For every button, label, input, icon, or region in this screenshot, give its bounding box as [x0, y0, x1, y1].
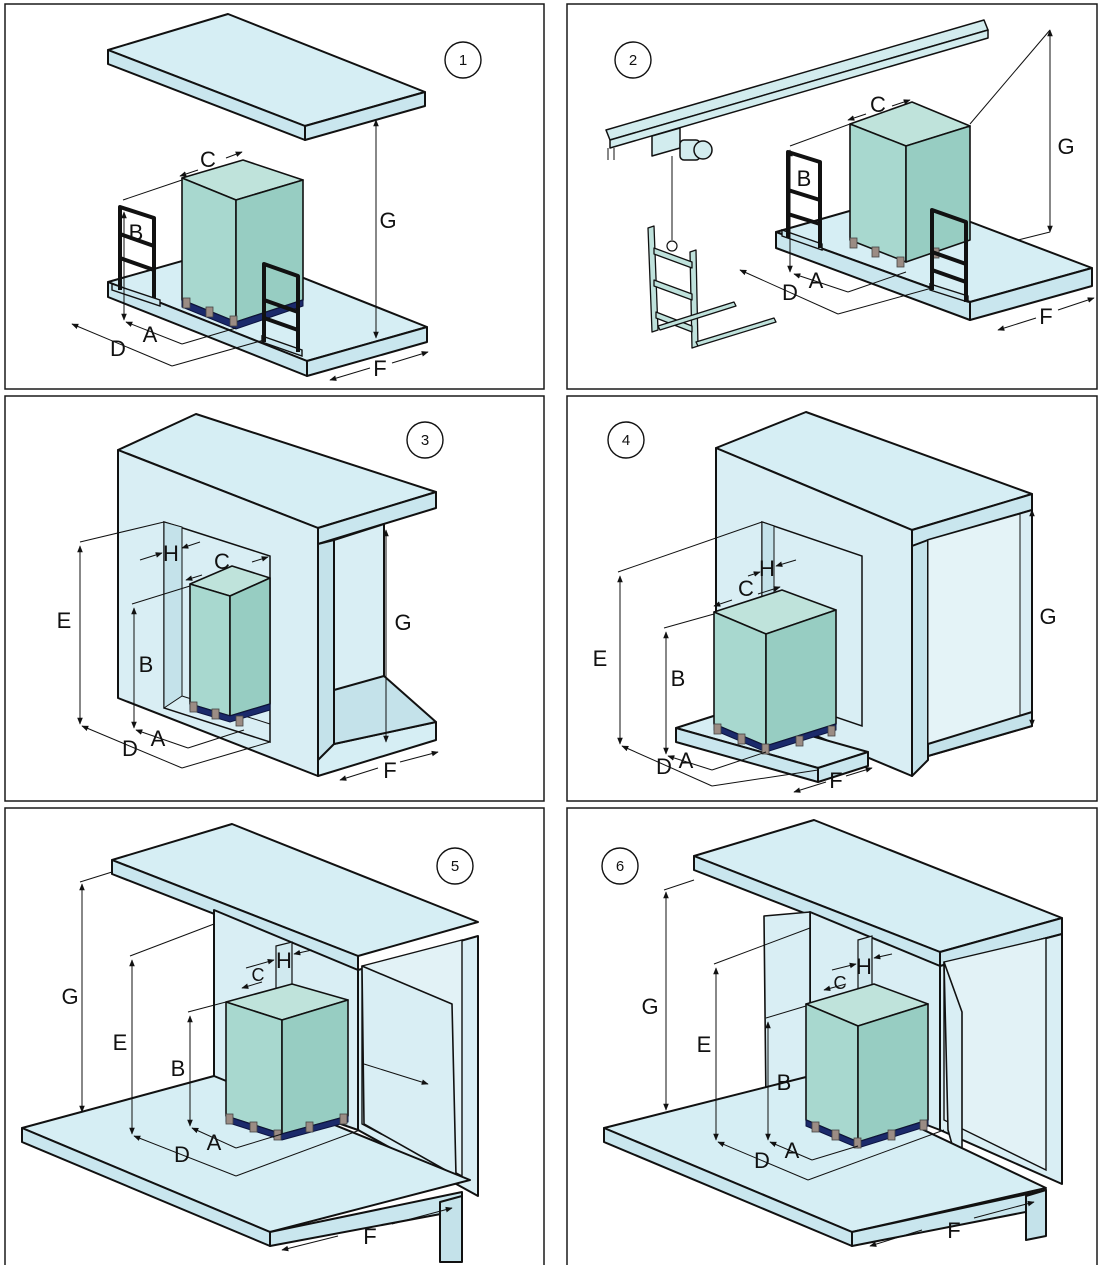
panel-number: 4: [622, 432, 630, 449]
panel-number: 2: [629, 52, 637, 69]
label-b: B: [671, 666, 686, 691]
panel-number: 1: [459, 52, 467, 69]
label-c: C: [738, 576, 754, 601]
ceiling-slab: [107, 13, 426, 141]
label-b: B: [129, 220, 144, 245]
label-b: B: [139, 652, 154, 677]
cabinet-box: [181, 159, 304, 330]
label-f: F: [383, 758, 396, 783]
label-d: D: [174, 1142, 190, 1167]
dimension-lines: [739, 29, 1095, 331]
panel-number-badge: [601, 847, 639, 885]
label-g: G: [1039, 604, 1056, 629]
label-h: H: [759, 556, 775, 581]
label-g: G: [1057, 134, 1074, 159]
label-f: F: [1039, 304, 1052, 329]
hoist: [651, 127, 713, 252]
cabinet-box: [849, 101, 971, 268]
label-b: B: [797, 166, 812, 191]
panel-1: C B A D G F 1: [4, 3, 545, 390]
label-b: B: [171, 1056, 186, 1081]
label-a: A: [785, 1138, 800, 1163]
label-h: H: [163, 541, 179, 566]
label-f: F: [373, 356, 386, 381]
panel-3: H C E B A D G F 3: [4, 395, 545, 802]
dimension-lines: [617, 509, 1035, 793]
dimension-lines: [79, 871, 453, 1252]
label-a: A: [151, 726, 166, 751]
label-c: C: [252, 965, 265, 985]
panel-number: 6: [616, 858, 624, 875]
label-d: D: [656, 754, 672, 779]
label-f: F: [947, 1218, 960, 1243]
label-f: F: [829, 768, 842, 793]
cabinet-box: [805, 983, 929, 1149]
label-b: B: [777, 1070, 792, 1095]
label-h: H: [276, 948, 292, 973]
label-c: C: [200, 147, 216, 172]
label-c: C: [870, 92, 886, 117]
dimension-labels: C B A D G F: [782, 92, 1075, 329]
label-g: G: [61, 984, 78, 1009]
panel-number: 3: [421, 432, 429, 449]
rack-right: [261, 262, 303, 357]
label-d: D: [110, 336, 126, 361]
dimension-lines: [71, 119, 429, 381]
label-g: G: [394, 610, 411, 635]
cabinet-box: [189, 565, 271, 727]
label-f: F: [363, 1224, 376, 1249]
panel-number-badge: [436, 847, 474, 885]
label-a: A: [679, 748, 694, 773]
dimension-labels: H C E B A D G F: [57, 541, 412, 783]
dimension-lines: [663, 879, 1035, 1247]
dimension-labels: H C G E B A D F: [61, 948, 376, 1249]
panel-2: C B A D G F 2: [566, 3, 1098, 390]
panel-number-badge: [444, 41, 482, 79]
label-d: D: [122, 736, 138, 761]
label-a: A: [143, 322, 158, 347]
label-e: E: [113, 1030, 128, 1055]
label-d: D: [782, 280, 798, 305]
label-a: A: [809, 268, 824, 293]
label-d: D: [754, 1148, 770, 1173]
panel-number-badge: [406, 421, 444, 459]
panel-number-badge: [607, 421, 645, 459]
cabinet-box: [713, 589, 837, 755]
rack-right: [929, 208, 969, 303]
label-e: E: [697, 1032, 712, 1057]
dimension-labels: H C E B A D G F: [593, 556, 1057, 793]
panel-6: H C G E B A D F 6: [566, 807, 1098, 1265]
cabinet-box: [225, 983, 349, 1141]
dimension-lines: [77, 521, 439, 781]
overhead-rail: [605, 19, 989, 160]
forklift-frame: [647, 225, 777, 349]
label-c: C: [834, 973, 847, 993]
panel-number: 5: [451, 858, 459, 875]
label-a: A: [207, 1130, 222, 1155]
label-g: G: [641, 994, 658, 1019]
label-e: E: [57, 608, 72, 633]
label-c: C: [214, 549, 230, 574]
label-h: H: [856, 954, 872, 979]
wall-structure: [675, 411, 1033, 783]
label-e: E: [593, 646, 608, 671]
label-g: G: [379, 208, 396, 233]
panel-number-badge: [614, 41, 652, 79]
panel-5: H C G E B A D F 5: [4, 807, 545, 1265]
panel-4: H C E B A D G F 4: [566, 395, 1098, 802]
dimension-labels: H C G E B A D F: [641, 954, 960, 1243]
dimension-labels: C B A D G F: [110, 147, 397, 381]
